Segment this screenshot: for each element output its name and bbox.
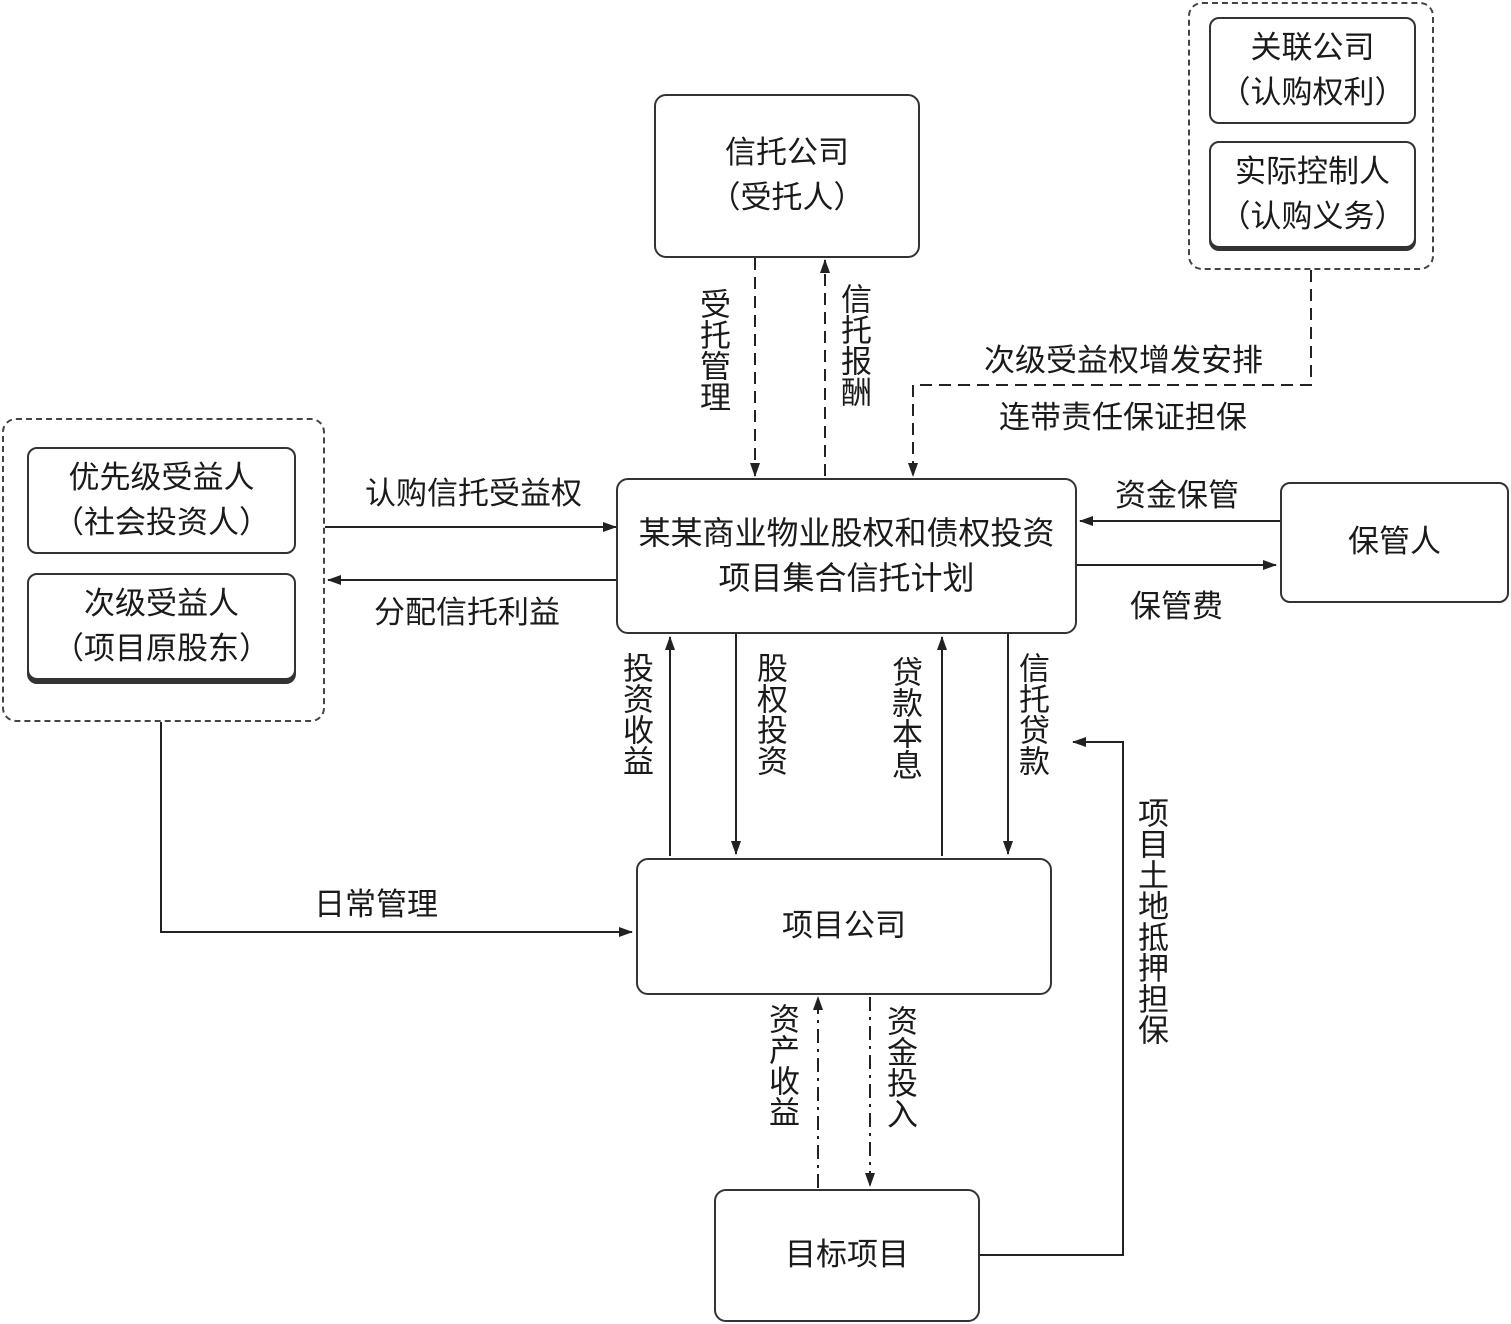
label-custody-funds: 资金保管	[1115, 478, 1239, 514]
related-company-name: 关联公司	[1250, 29, 1375, 66]
label-equity-investment: 股权投资	[751, 652, 787, 776]
trust-plan-box: 某某商业物业股权和债权投资 项目集合信托计划	[616, 478, 1077, 634]
trust-plan-title-line2: 项目集合信托计划	[718, 559, 975, 597]
label-distribute: 分配信托利益	[374, 595, 560, 631]
label-joint-guarantee: 连带责任保证担保	[999, 400, 1247, 436]
beneficiaries-group	[2, 418, 325, 722]
controller-box: 实际控制人 （认购义务）	[1209, 141, 1416, 248]
custodian-name: 保管人	[1348, 524, 1441, 560]
related-company-role: （认购权利）	[1219, 74, 1406, 111]
label-investment-income: 投资收益	[617, 652, 653, 776]
label-capital-input: 资金投入	[881, 1005, 917, 1129]
related-company-box: 关联公司 （认购权利）	[1209, 17, 1416, 124]
senior-beneficiary-role: （社会投资人）	[53, 504, 270, 541]
custodian-box: 保管人	[1280, 482, 1509, 603]
junior-beneficiary-name: 次级受益人	[84, 585, 239, 622]
arrow-land-mortgage	[980, 737, 1124, 1256]
label-loan-principal-interest: 贷款本息	[886, 656, 922, 780]
senior-beneficiary-name: 优先级受益人	[68, 459, 255, 496]
controller-name: 实际控制人	[1235, 153, 1390, 190]
label-custody-fee: 保管费	[1130, 589, 1223, 625]
label-trust-remuneration: 信托报酬	[835, 283, 871, 407]
arrow-subordinate-guarantee	[908, 270, 1312, 477]
label-land-mortgage: 项目土地抵押担保	[1132, 797, 1168, 1045]
senior-beneficiary-box: 优先级受益人 （社会投资人）	[27, 447, 296, 554]
trust-plan-title-line1: 某某商业物业股权和债权投资	[638, 514, 1055, 552]
trustee-box: 信托公司 （受托人）	[654, 94, 920, 258]
project-company-box: 项目公司	[636, 858, 1052, 995]
trustee-role: （受托人）	[709, 180, 865, 216]
label-trust-management: 受托管理	[694, 288, 730, 412]
arrow-daily-management	[160, 722, 633, 937]
label-daily-management: 日常管理	[314, 887, 438, 923]
target-project-box: 目标项目	[714, 1189, 980, 1322]
label-subordinate-issue: 次级受益权增发安排	[984, 343, 1263, 379]
target-project-name: 目标项目	[785, 1237, 909, 1273]
trustee-name: 信托公司	[725, 135, 849, 171]
project-company-name: 项目公司	[782, 908, 906, 944]
label-subscribe: 认购信托受益权	[365, 476, 582, 512]
label-trust-loan: 信托贷款	[1013, 652, 1049, 776]
junior-beneficiary-role: （项目原股东）	[53, 630, 270, 667]
related-parties-group	[1188, 2, 1434, 270]
label-asset-income: 资产收益	[763, 1003, 799, 1127]
junior-beneficiary-box: 次级受益人 （项目原股东）	[27, 573, 296, 680]
controller-role: （认购义务）	[1219, 198, 1406, 235]
